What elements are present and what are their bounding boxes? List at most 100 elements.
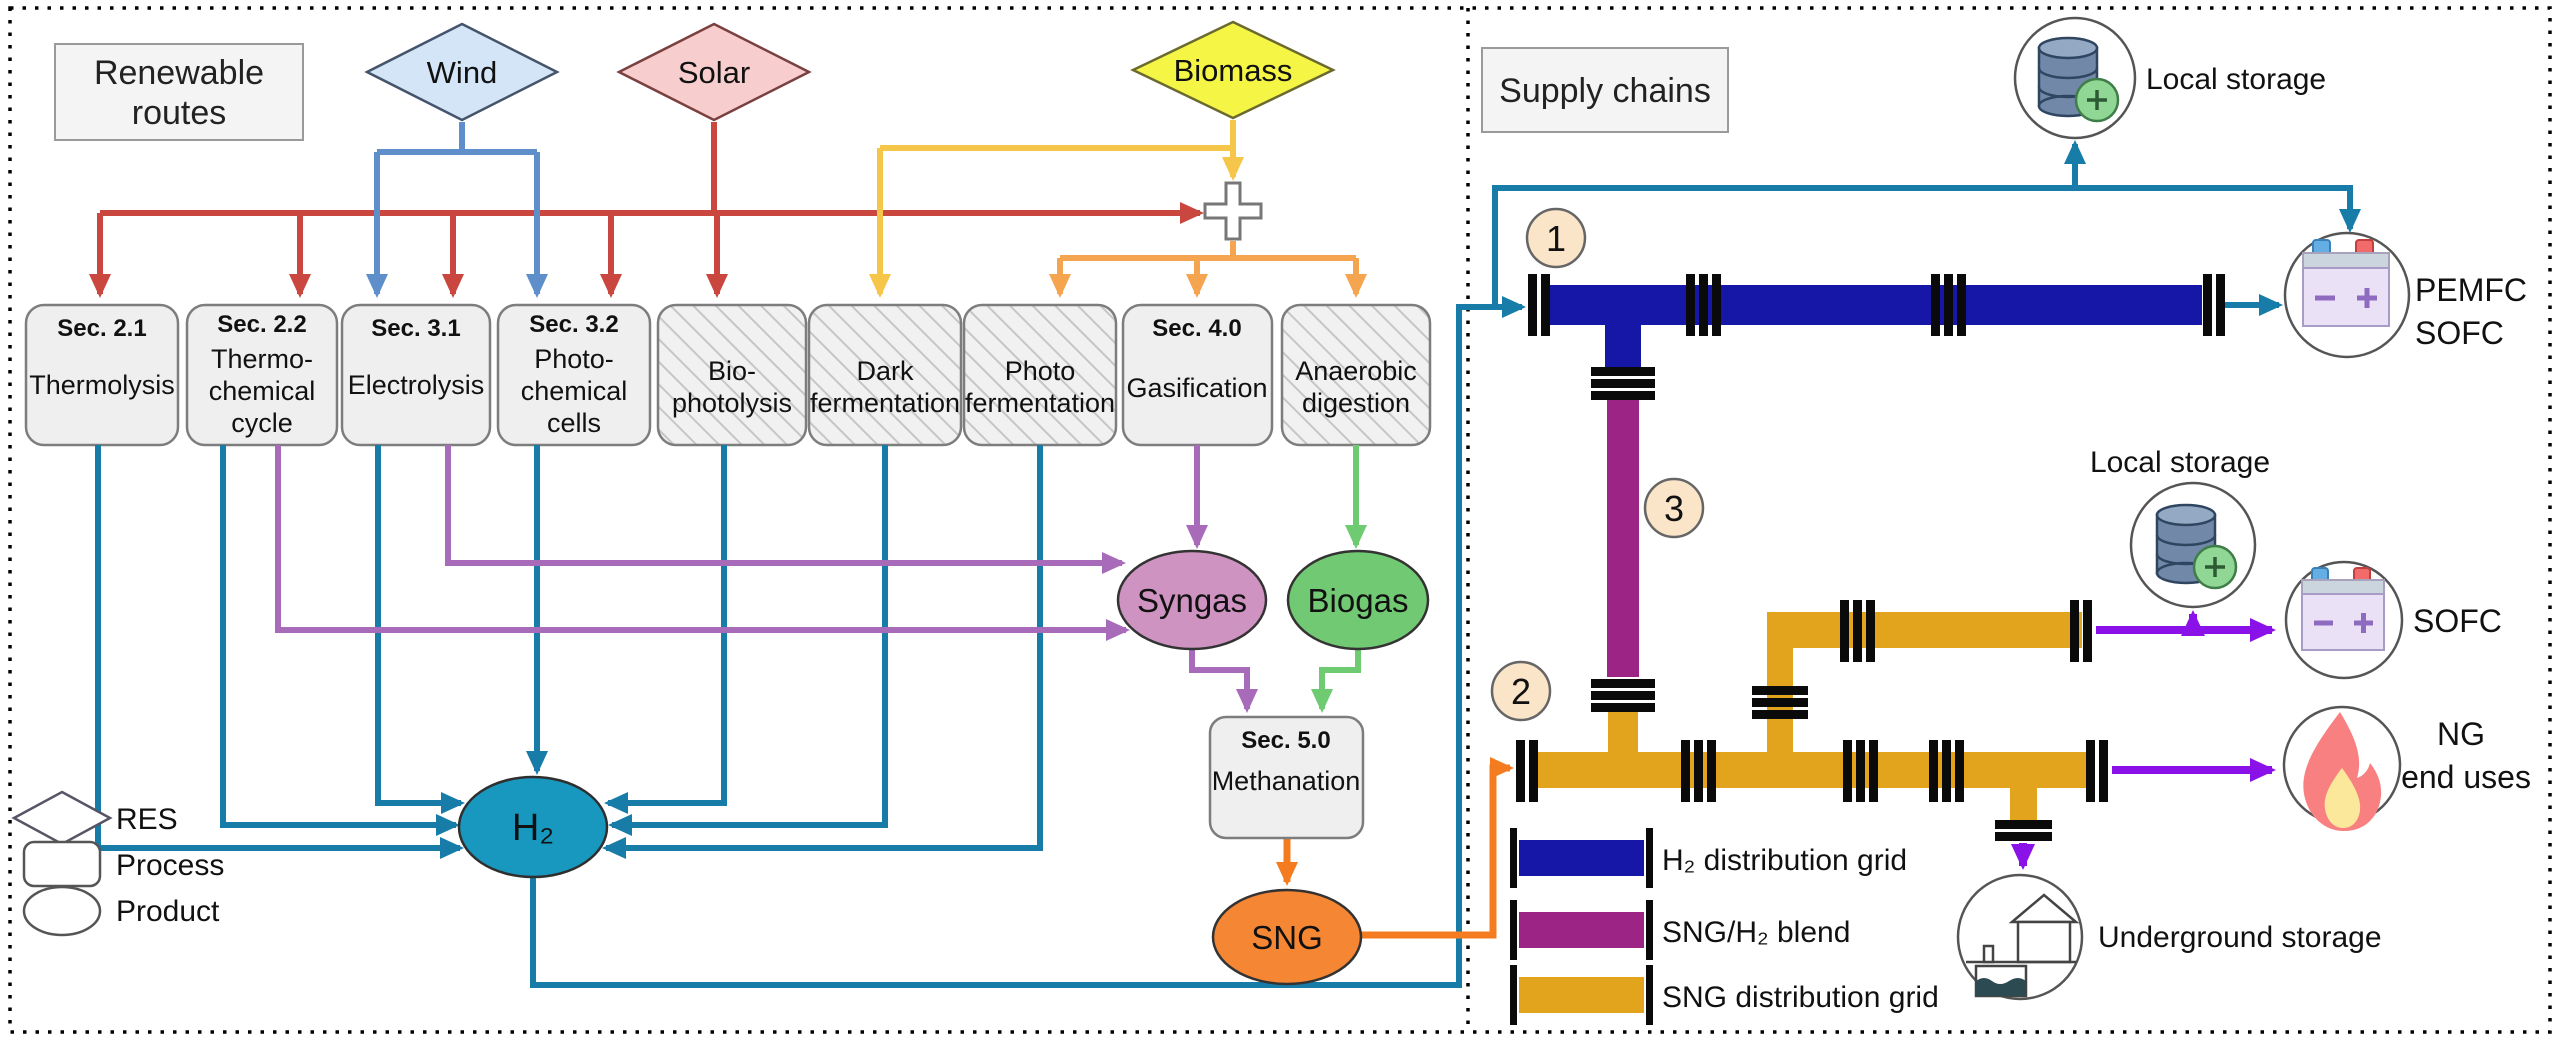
process-name: Photo [1005, 356, 1076, 386]
sofc-top-label: SOFC [2415, 315, 2504, 351]
sng-pipe-sample [1519, 977, 1644, 1013]
sng-pipeline [1516, 600, 2108, 841]
process-box [185, 303, 339, 447]
sng-ellipse [1211, 888, 1363, 986]
darkfermentation-to-h2 [608, 445, 888, 836]
plus-badge-icon [2192, 544, 2238, 590]
syngas-connectors [275, 445, 1258, 713]
merge-plus-icon [1203, 181, 1263, 241]
shape-legend: RES Process Product [11, 790, 224, 937]
local-storage-mid-label: Local storage [2090, 446, 2270, 479]
electrolysis-to-h2 [375, 445, 465, 814]
wind-connectors [366, 122, 548, 298]
process-name: Electrolysis [348, 370, 485, 400]
process-box-thermochemical-cycle: Sec. 2.2 Thermo- chemical cycle [185, 303, 339, 447]
process-name: Anaerobic [1295, 356, 1417, 386]
syngas-ellipse [1116, 549, 1268, 651]
process-name: chemical [521, 376, 628, 406]
h2-pipe-tee [1605, 325, 1641, 367]
product-h2: H₂ [457, 775, 609, 879]
h2-pipe [1548, 285, 2202, 325]
sng-underground-stub [2010, 788, 2037, 820]
renewable-routes-title-line2: routes [132, 94, 227, 132]
chain-marker-3: 3 [1643, 477, 1705, 539]
sng-to-pipeline2 [1361, 757, 1514, 939]
process-legend-label: Process [116, 849, 224, 882]
sng-connectors [1276, 757, 1514, 939]
endpoint-pemfc-sofc: PEMFC SOFC [2283, 231, 2527, 359]
process-box-photochemical-cells: Sec. 3.2 Photo- chemical cells [496, 303, 652, 447]
process-rect-icon [22, 840, 102, 888]
blend-pipe-sample [1519, 912, 1644, 948]
methanation-name: Methanation [1212, 766, 1361, 796]
process-box [656, 303, 808, 447]
blend-pipeline [1591, 367, 1655, 754]
process-name: digestion [1302, 388, 1410, 418]
process-name: photolysis [672, 388, 792, 418]
biomass-connectors [869, 120, 1244, 298]
pipe-legend-blend: SNG/H₂ blend [1510, 900, 1850, 960]
chain-marker-2: 2 [1490, 660, 1552, 722]
local-storage-top-label: Local storage [2146, 63, 2326, 96]
blend-pipe [1607, 400, 1639, 677]
process-sec: Sec. 4.0 [1152, 315, 1241, 342]
process-name: chemical [209, 376, 316, 406]
supply-chains-title-text: Supply chains [1499, 72, 1711, 110]
biogas-label: Biogas [1308, 582, 1409, 619]
biogas-to-methanation [1311, 649, 1361, 713]
chain-marker-1: 1 [1525, 207, 1587, 269]
renewable-routes-title-box [54, 43, 304, 141]
h2-top-branch-to-pemfc [1492, 185, 2361, 307]
pipe-legend-sng: SNG distribution grid [1510, 965, 1939, 1025]
process-box [496, 303, 652, 447]
syngas-to-methanation [1189, 649, 1258, 713]
syngas-label: Syngas [1137, 582, 1247, 619]
process-name: cycle [231, 408, 293, 438]
thermochemical-to-syngas [275, 445, 1130, 641]
process-name: Bio- [708, 356, 756, 386]
blend-legend-label: SNG/H₂ blend [1662, 916, 1850, 949]
renewable-routes-title-line1: Renewable [94, 54, 264, 92]
battery-icon [2301, 567, 2385, 651]
endpoint-local-storage-top: Local storage [2013, 16, 2326, 140]
process-sec: Sec. 3.1 [371, 315, 460, 342]
process-name: fermentation [810, 388, 960, 418]
outer-dotted-border [8, 6, 2552, 1034]
photofermentation-to-h2 [602, 445, 1043, 859]
solar-diamond [616, 22, 812, 122]
endpoint-ng-end-uses: NG end uses [2282, 705, 2531, 831]
endpoint-local-storage-mid: Local storage [2090, 446, 2270, 609]
ng-label: NG [2437, 716, 2485, 752]
electrolysis-to-syngas [445, 445, 1126, 574]
process-box-electrolysis: Sec. 3.1 Electrolysis [340, 303, 492, 447]
sng-grid-legend-label: SNG distribution grid [1662, 981, 1939, 1014]
underground-storage-label: Underground storage [2098, 921, 2382, 954]
ng-end-uses-label: end uses [2401, 759, 2531, 795]
process-box [24, 303, 180, 447]
marker-circle [1643, 477, 1705, 539]
underground-storage-icon [1966, 893, 2080, 998]
pipe-legend: H₂ distribution grid SNG/H₂ blend SNG di… [1510, 828, 1939, 1025]
product-biogas: Biogas [1286, 549, 1430, 651]
process-name: Thermo- [211, 344, 313, 374]
marker-number: 2 [1511, 671, 1531, 712]
process-name: Thermolysis [29, 370, 175, 400]
plus-badge-icon [2074, 77, 2120, 123]
sng-upper-pipe [1767, 612, 2082, 648]
product-sng: SNG [1211, 888, 1363, 986]
supply-chains-title: Supply chains [1481, 47, 1729, 133]
biomass-label: Biomass [1174, 53, 1293, 88]
marker-circle [1525, 207, 1587, 269]
res-solar: Solar [616, 22, 812, 122]
methanation-box [1208, 715, 1365, 840]
h2-ellipse [457, 775, 609, 879]
marker-number: 1 [1546, 218, 1566, 259]
process-name: Dark [856, 356, 914, 386]
blend-to-sng-stub [1608, 712, 1638, 754]
product-ellipse-icon [22, 885, 102, 937]
res-legend-label: RES [116, 803, 178, 836]
database-icon [2037, 36, 2120, 123]
process-sec: Sec. 2.2 [217, 311, 306, 338]
endpoint-underground-storage: Underground storage [1956, 873, 2382, 1001]
